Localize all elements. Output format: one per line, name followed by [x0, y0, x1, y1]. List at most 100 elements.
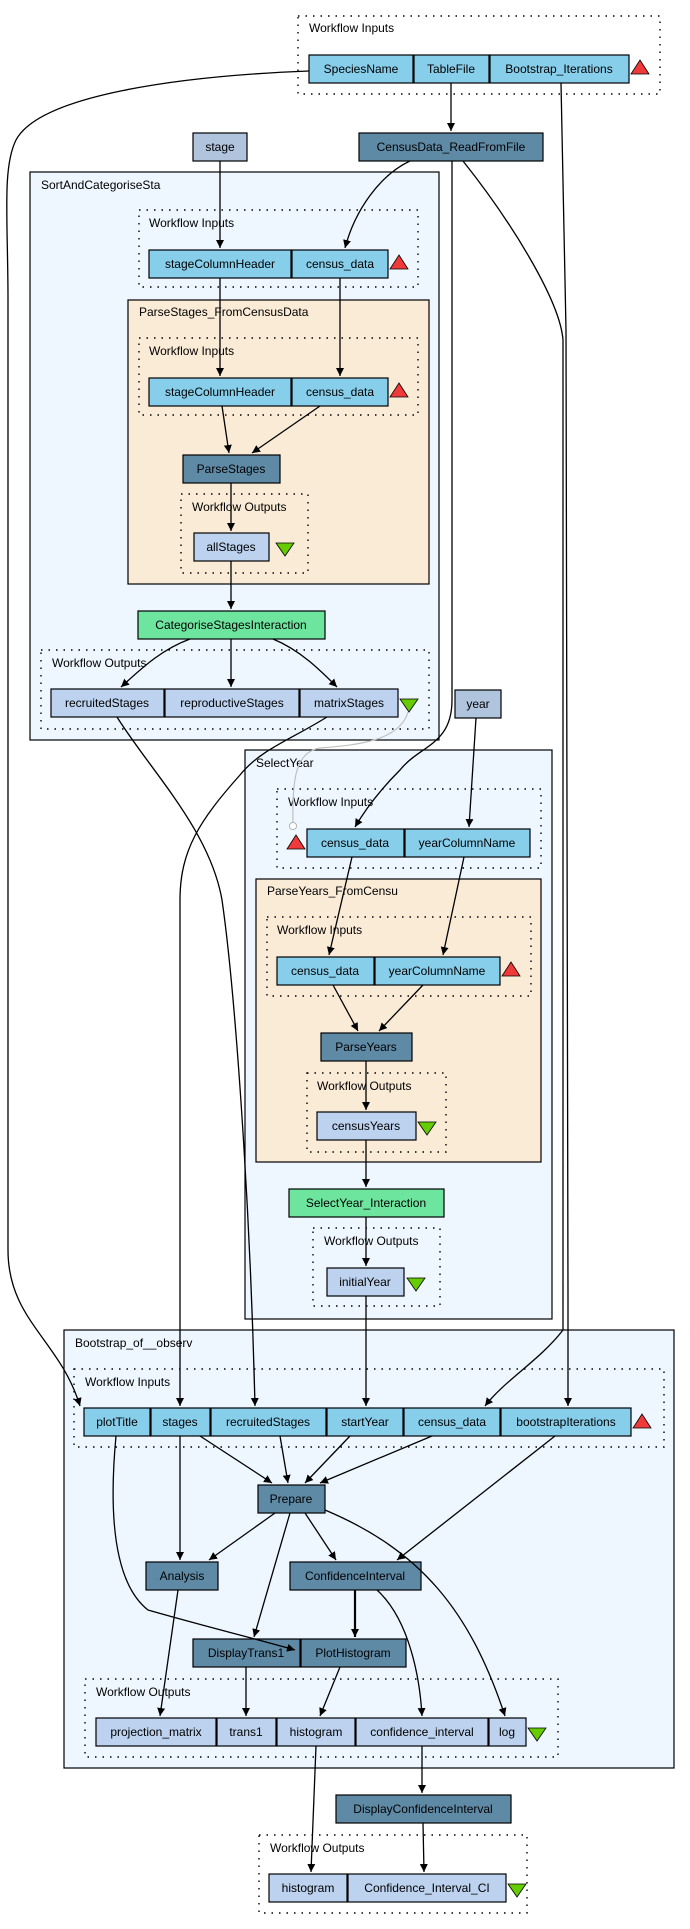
svg-text:stageColumnHeader: stageColumnHeader: [165, 257, 275, 271]
constant-stage[interactable]: stage: [192, 132, 248, 162]
svg-text:stages: stages: [162, 1415, 197, 1429]
edge-categorise-to-recruited: [120, 638, 191, 688]
input-port-census-data-select-year[interactable]: census_data: [306, 828, 405, 858]
output-port-confidence-interval[interactable]: confidence_interval: [355, 1717, 489, 1747]
edge-census-to-parse-stages: [251, 405, 321, 454]
input-port-census-data-parse-years[interactable]: census_data: [276, 956, 375, 986]
output-port-final-histogram[interactable]: histogram: [268, 1873, 348, 1903]
input-port-census-data[interactable]: census_data: [291, 249, 389, 279]
edge-census-to-bootstrap: [462, 160, 564, 1407]
svg-text:Bootstrap_of__observ: Bootstrap_of__observ: [75, 1336, 192, 1350]
constant-year[interactable]: year: [454, 689, 502, 719]
processor-prepare[interactable]: Prepare: [257, 1484, 326, 1514]
input-port-table-file[interactable]: TableFile: [413, 54, 490, 84]
output-port-histogram[interactable]: histogram: [276, 1717, 356, 1747]
svg-text:projection_matrix: projection_matrix: [110, 1725, 201, 1739]
processor-census-data-read[interactable]: CensusData_ReadFromFile: [358, 132, 544, 162]
svg-text:bootstrapIterations: bootstrapIterations: [516, 1415, 615, 1429]
svg-text:Workflow Outputs: Workflow Outputs: [270, 1841, 364, 1855]
svg-text:census_data: census_data: [306, 385, 374, 399]
edge-census-to-sort: [343, 160, 411, 249]
svg-text:TableFile: TableFile: [427, 62, 475, 76]
svg-text:DisplayTrans1: DisplayTrans1: [208, 1646, 285, 1660]
input-port-bootstrap-iterations[interactable]: Bootstrap_Iterations: [489, 54, 630, 84]
edge-sy-census-nested: [326, 856, 353, 956]
output-port-census-years[interactable]: censusYears: [316, 1111, 417, 1141]
top-workflow-inputs: Workflow Inputs SpeciesName TableFile Bo…: [297, 15, 661, 95]
processor-parse-stages[interactable]: ParseStages: [182, 454, 281, 484]
input-port-plot-title[interactable]: plotTitle: [83, 1407, 151, 1437]
svg-text:stage: stage: [205, 140, 235, 154]
input-marker-icon: [389, 382, 409, 398]
processor-parse-years[interactable]: ParseYears: [320, 1032, 413, 1062]
input-port-census-data-bootstrap[interactable]: census_data: [403, 1407, 501, 1437]
svg-text:Workflow Outputs: Workflow Outputs: [324, 1234, 418, 1248]
edge-prepare-to-ci: [304, 1512, 337, 1561]
svg-text:trans1: trans1: [229, 1725, 263, 1739]
edge-recruited-to-prepare: [279, 1435, 291, 1484]
output-port-matrix-stages[interactable]: matrixStages: [299, 688, 399, 718]
output-marker-icon: [399, 698, 419, 713]
svg-text:matrixStages: matrixStages: [314, 696, 384, 710]
processor-display-confidence-interval[interactable]: DisplayConfidenceInterval: [335, 1794, 512, 1824]
input-port-stage-column-header[interactable]: stageColumnHeader: [148, 249, 292, 279]
svg-text:reproductiveStages: reproductiveStages: [180, 696, 283, 710]
output-port-log[interactable]: log: [488, 1717, 527, 1747]
processor-plot-histogram[interactable]: PlotHistogram: [300, 1638, 407, 1668]
processor-confidence-interval[interactable]: ConfidenceInterval: [289, 1561, 422, 1591]
input-port-stages[interactable]: stages: [150, 1407, 211, 1437]
output-port-trans1[interactable]: trans1: [216, 1717, 277, 1747]
subworkflow-bootstrap: Bootstrap_of__observ Workflow Inputs plo…: [63, 1329, 675, 1769]
edge-histogram-to-histogram: [319, 1666, 341, 1717]
svg-text:Workflow Inputs: Workflow Inputs: [149, 216, 234, 230]
input-port-stage-column-header-nested[interactable]: stageColumnHeader: [148, 377, 292, 407]
input-port-bootstrap-iterations-inner[interactable]: bootstrapIterations: [500, 1407, 632, 1437]
svg-text:confidence_interval: confidence_interval: [370, 1725, 473, 1739]
svg-text:plotTitle: plotTitle: [96, 1415, 138, 1429]
svg-text:CategoriseStagesInteraction: CategoriseStagesInteraction: [155, 618, 306, 632]
interaction-select-year[interactable]: SelectYear_Interaction: [288, 1188, 445, 1218]
final-workflow-outputs: Workflow Outputs histogram Confidence_In…: [258, 1834, 528, 1914]
edge-recruited-to-recruited: [116, 716, 259, 1407]
input-port-year-column-name[interactable]: yearColumnName: [404, 828, 531, 858]
output-marker-icon: [507, 1883, 527, 1898]
svg-text:Bootstrap_Iterations: Bootstrap_Iterations: [505, 62, 612, 76]
output-port-reproductive-stages[interactable]: reproductiveStages: [164, 688, 300, 718]
edge-gray-loop: [288, 711, 409, 831]
edge-iterations-to-ci: [396, 1435, 556, 1561]
output-port-initial-year[interactable]: initialYear: [326, 1267, 405, 1297]
svg-text:initialYear: initialYear: [339, 1275, 391, 1289]
input-port-recruited-stages[interactable]: recruitedStages: [210, 1407, 327, 1437]
svg-text:log: log: [499, 1725, 515, 1739]
input-port-start-year[interactable]: startYear: [326, 1407, 404, 1437]
input-port-census-data-nested[interactable]: census_data: [291, 377, 389, 407]
input-marker-icon: [630, 59, 650, 75]
processor-analysis[interactable]: Analysis: [145, 1561, 219, 1591]
edge-display-ci-to-final: [419, 1822, 428, 1873]
output-marker-icon: [406, 1277, 426, 1292]
output-port-projection-matrix[interactable]: projection_matrix: [95, 1717, 217, 1747]
output-marker-icon: [275, 542, 295, 557]
interaction-categorise-stages[interactable]: CategoriseStagesInteraction: [137, 610, 326, 640]
input-port-year-column-name-parse-years[interactable]: yearColumnName: [374, 956, 501, 986]
edge-matrix-to-stages: [176, 716, 328, 1406]
subworkflow-select-year: SelectYear Workflow Inputs census_data y…: [244, 749, 553, 1320]
output-port-confidence-interval-ci[interactable]: Confidence_Interval_CI: [347, 1873, 507, 1903]
top-inputs-title: Workflow Inputs: [309, 21, 394, 35]
edge-start-year-to-prepare: [304, 1435, 351, 1484]
input-port-species-name[interactable]: SpeciesName: [308, 54, 414, 84]
output-port-recruited-stages[interactable]: recruitedStages: [50, 688, 165, 718]
edge-header-to-parse-stages: [221, 405, 232, 454]
edges: [6, 70, 572, 1873]
svg-text:Workflow Outputs: Workflow Outputs: [96, 1685, 190, 1699]
svg-text:SelectYear_Interaction: SelectYear_Interaction: [306, 1196, 426, 1210]
edge-prepare-to-analysis: [208, 1512, 276, 1561]
output-port-all-stages[interactable]: allStages: [193, 532, 270, 562]
input-marker-icon: [632, 1413, 652, 1429]
svg-text:SortAndCategoriseSta: SortAndCategoriseSta: [41, 178, 161, 192]
edge-bootstrap-iterations: [560, 82, 572, 1406]
svg-text:Workflow Inputs: Workflow Inputs: [85, 1375, 170, 1389]
edge-year-to-column: [465, 717, 477, 828]
processor-display-trans1[interactable]: DisplayTrans1: [192, 1638, 301, 1668]
